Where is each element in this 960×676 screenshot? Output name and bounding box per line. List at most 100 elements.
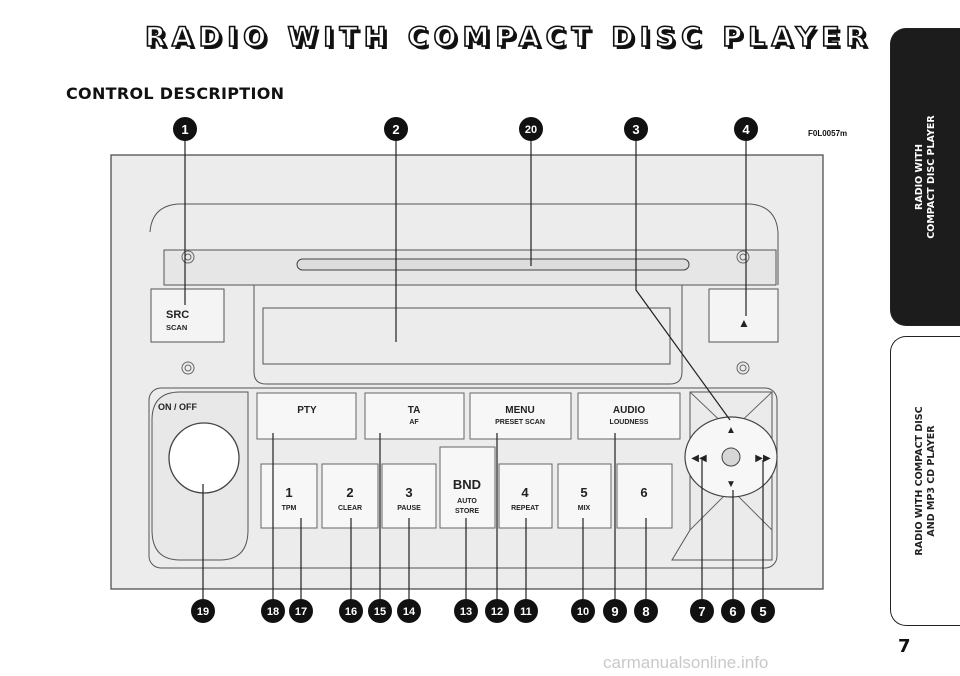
- callout-11: 11: [514, 599, 538, 623]
- menu-label: MENU: [505, 405, 534, 416]
- leader-lines-top: [184, 137, 747, 421]
- bnd-label: BND: [453, 477, 481, 492]
- loudness-label: LOUDNESS: [610, 419, 649, 426]
- callout-18: 18: [261, 599, 285, 623]
- arrow-down-icon[interactable]: ▼: [726, 479, 736, 490]
- callout-12: 12: [485, 599, 509, 623]
- svg-text:7: 7: [698, 604, 705, 619]
- callout-4: 4: [734, 117, 758, 141]
- on-off-label: ON / OFF: [158, 402, 197, 412]
- callout-10: 10: [571, 599, 595, 623]
- svg-text:8: 8: [642, 604, 649, 619]
- seek-forward-icon[interactable]: ▶▶: [755, 453, 771, 464]
- callout-20: 20: [519, 117, 543, 141]
- af-label: AF: [409, 419, 419, 426]
- volume-knob[interactable]: [168, 422, 240, 494]
- eject-icon: ▲: [738, 316, 750, 330]
- svg-text:6: 6: [729, 604, 736, 619]
- lcd-display: [262, 307, 671, 365]
- svg-text:16: 16: [345, 606, 357, 618]
- audio-label: AUDIO: [613, 405, 645, 416]
- side-tab-radio-cd[interactable]: RADIO WITH COMPACT DISC PLAYER: [890, 28, 960, 326]
- callout-3: 3: [624, 117, 648, 141]
- preset-button-2[interactable]: 2 CLEAR: [321, 463, 379, 529]
- leader-lines-bottom: [202, 433, 764, 599]
- preset-number: 4: [521, 485, 529, 500]
- callout-19: 19: [191, 599, 215, 623]
- callout-2: 2: [384, 117, 408, 141]
- page-number: 7: [898, 636, 911, 657]
- section-heading: CONTROL DESCRIPTION: [66, 84, 285, 103]
- bnd-button[interactable]: BND AUTO STORE: [439, 446, 496, 529]
- svg-text:10: 10: [577, 606, 589, 618]
- seek-back-icon[interactable]: ◀◀: [691, 453, 707, 464]
- svg-text:3: 3: [632, 122, 639, 137]
- callout-13: 13: [454, 599, 478, 623]
- callout-8: 8: [634, 599, 658, 623]
- figure-code: F0L0057m: [808, 129, 848, 138]
- preset-scan-label: PRESET SCAN: [495, 419, 545, 426]
- svg-text:4: 4: [742, 122, 750, 137]
- pty-button[interactable]: PTY: [256, 392, 357, 440]
- arrow-up-icon[interactable]: ▲: [726, 425, 736, 436]
- src-label: SRC: [166, 309, 189, 321]
- store-label: STORE: [455, 508, 479, 515]
- ta-button[interactable]: TA AF: [364, 392, 465, 440]
- watermark: carmanualsonline.info: [603, 653, 769, 672]
- ta-label: TA: [408, 405, 421, 416]
- svg-text:1: 1: [181, 122, 188, 137]
- callout-16: 16: [339, 599, 363, 623]
- svg-text:19: 19: [197, 606, 209, 618]
- preset-button-4[interactable]: 4 REPEAT: [498, 463, 553, 529]
- callout-14: 14: [397, 599, 421, 623]
- auto-label: AUTO: [457, 498, 477, 505]
- preset-sub-label: MIX: [578, 505, 591, 512]
- eject-button[interactable]: ▲: [708, 288, 779, 343]
- callout-15: 15: [368, 599, 392, 623]
- screw-icon: [736, 361, 750, 375]
- callout-6: 6: [721, 599, 745, 623]
- preset-sub-label: PAUSE: [397, 505, 421, 512]
- preset-button-6[interactable]: 6: [616, 463, 673, 529]
- preset-number: 2: [346, 485, 353, 500]
- screw-icon: [181, 361, 195, 375]
- preset-sub-label: TPM: [282, 505, 297, 512]
- preset-sub-label: REPEAT: [511, 505, 540, 512]
- svg-text:20: 20: [525, 124, 537, 136]
- svg-text:13: 13: [460, 606, 472, 618]
- svg-text:18: 18: [267, 606, 279, 618]
- menu-button[interactable]: MENU PRESET SCAN: [469, 392, 572, 440]
- preset-number: 3: [405, 485, 412, 500]
- preset-sub-label: CLEAR: [338, 505, 362, 512]
- page-title: RADIO WITH COMPACT DISC PLAYER: [144, 21, 873, 54]
- src-button[interactable]: SRC SCAN: [150, 288, 225, 343]
- upper-bezel: [149, 203, 779, 285]
- svg-text:9: 9: [611, 604, 618, 619]
- preset-button-3[interactable]: 3 PAUSE: [381, 463, 437, 529]
- display-bezel: [253, 285, 683, 385]
- preset-number: 5: [580, 485, 587, 500]
- callout-9: 9: [603, 599, 627, 623]
- cd-slot: [296, 258, 690, 271]
- callout-1: 1: [173, 117, 197, 141]
- pty-label: PTY: [297, 405, 317, 416]
- scan-label: SCAN: [166, 323, 187, 332]
- audio-button[interactable]: AUDIO LOUDNESS: [577, 392, 681, 440]
- callout-7: 7: [690, 599, 714, 623]
- preset-button-1[interactable]: 1 TPM: [260, 463, 318, 529]
- svg-text:2: 2: [392, 122, 399, 137]
- preset-number: 1: [285, 485, 292, 500]
- callout-17: 17: [289, 599, 313, 623]
- preset-button-5[interactable]: 5 MIX: [557, 463, 612, 529]
- dpad-center[interactable]: [721, 447, 741, 467]
- callout-5: 5: [751, 599, 775, 623]
- side-tab-radio-cd-mp3[interactable]: RADIO WITH COMPACT DISC AND MP3 CD PLAYE…: [890, 336, 960, 626]
- svg-text:17: 17: [295, 606, 307, 618]
- svg-text:12: 12: [491, 606, 503, 618]
- svg-text:11: 11: [520, 606, 532, 618]
- svg-text:5: 5: [759, 604, 766, 619]
- svg-text:15: 15: [374, 606, 386, 618]
- svg-text:14: 14: [403, 606, 416, 618]
- preset-number: 6: [640, 485, 647, 500]
